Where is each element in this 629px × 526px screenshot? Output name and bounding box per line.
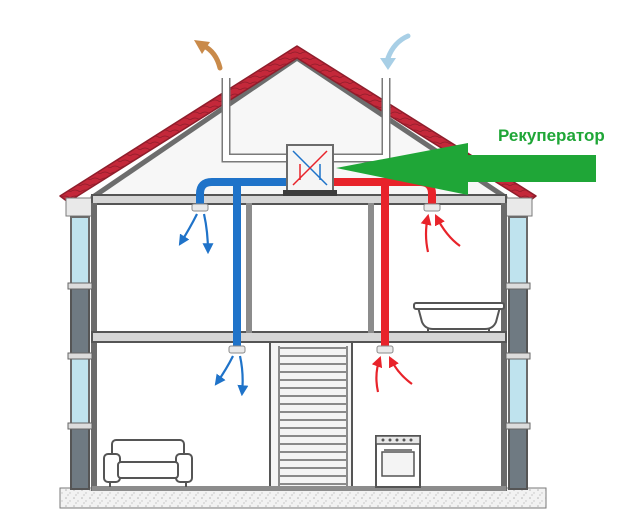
exhaust-arrow-icon (194, 40, 223, 71)
left-windows (67, 216, 93, 490)
airflow-arrow-icon (178, 213, 249, 397)
ground-floor (92, 486, 506, 491)
bathtub-icon (413, 302, 505, 333)
interior-walls (246, 203, 374, 333)
right-windows (505, 216, 531, 490)
recuperator-label: Рекуператор (498, 126, 605, 145)
stove-icon (375, 435, 421, 488)
attic-floor (91, 194, 507, 205)
cold-air-ducts (191, 178, 292, 354)
stairs-icon (269, 341, 353, 490)
warm-air-ducts (329, 178, 441, 354)
exterior-walls (91, 203, 507, 491)
intake-arrow-icon (380, 33, 411, 70)
roof (59, 45, 537, 217)
airflow-arrow-icon (371, 213, 461, 393)
attic-ducts (221, 78, 391, 163)
second-floor-slab (91, 331, 507, 343)
recuperator-unit-icon (283, 144, 337, 196)
callout-arrow (336, 143, 596, 195)
sofa-icon (103, 439, 193, 487)
